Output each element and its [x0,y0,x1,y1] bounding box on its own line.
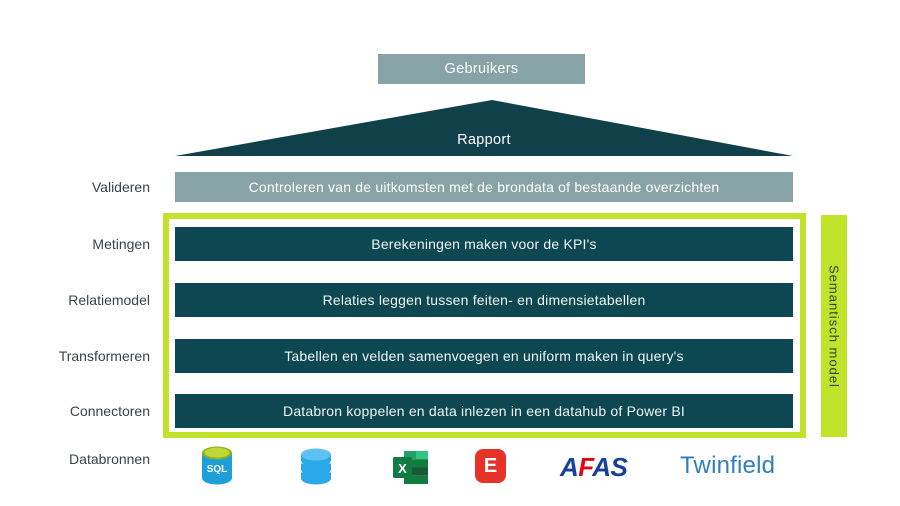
bar-relatiemodel: Relaties leggen tussen feiten- en dimens… [175,283,793,317]
bar-relatiemodel-text: Relaties leggen tussen feiten- en dimens… [322,292,646,308]
twinfield-logo: Twinfield [680,452,776,479]
label-metingen: Metingen [92,236,150,252]
afas-letter-a1: A [560,452,579,482]
label-connectoren: Connectoren [69,403,150,419]
gebruikers-label: Gebruikers [444,61,519,77]
bar-valideren-text: Controleren van de uitkomsten met de bro… [248,179,720,195]
excel-icon: X [393,451,428,484]
gebruikers-box: Gebruikers [378,54,585,84]
database-icon [301,448,331,485]
bar-transformeren-text: Tabellen en velden samenvoegen en unifor… [284,348,684,364]
afas-letter-s: S [610,452,628,482]
bar-transformeren: Tabellen en velden samenvoegen en unifor… [175,339,793,373]
bar-valideren: Controleren van de uitkomsten met de bro… [175,172,793,202]
bar-metingen: Berekeningen maken voor de KPI's [175,227,793,261]
bar-connectoren-text: Databron koppelen en data inlezen in een… [283,403,685,419]
azure-sql-database-icon: SQL [202,446,232,485]
label-databronnen: Databronnen [69,451,150,467]
sql-icon-text: SQL [207,464,228,475]
afas-letter-a2: A [592,452,611,482]
exact-icon-letter: E [483,454,498,477]
rapport-label: Rapport [457,132,511,148]
semantisch-model-label: Semantisch model [826,264,842,388]
excel-icon-letter: X [398,461,407,476]
label-valideren: Valideren [91,179,150,195]
exact-icon: E [475,449,506,483]
bar-connectoren: Databron koppelen en data inlezen in een… [175,394,793,428]
rapport-roof-triangle [175,100,793,156]
bar-metingen-text: Berekeningen maken voor de KPI's [371,236,597,252]
afas-letter-f: F [578,452,593,482]
label-relatiemodel: Relatiemodel [68,292,150,308]
label-transformeren: Transformeren [58,348,150,364]
afas-logo: AFAS [560,452,650,483]
semantisch-model-bar: Semantisch model [821,215,847,437]
